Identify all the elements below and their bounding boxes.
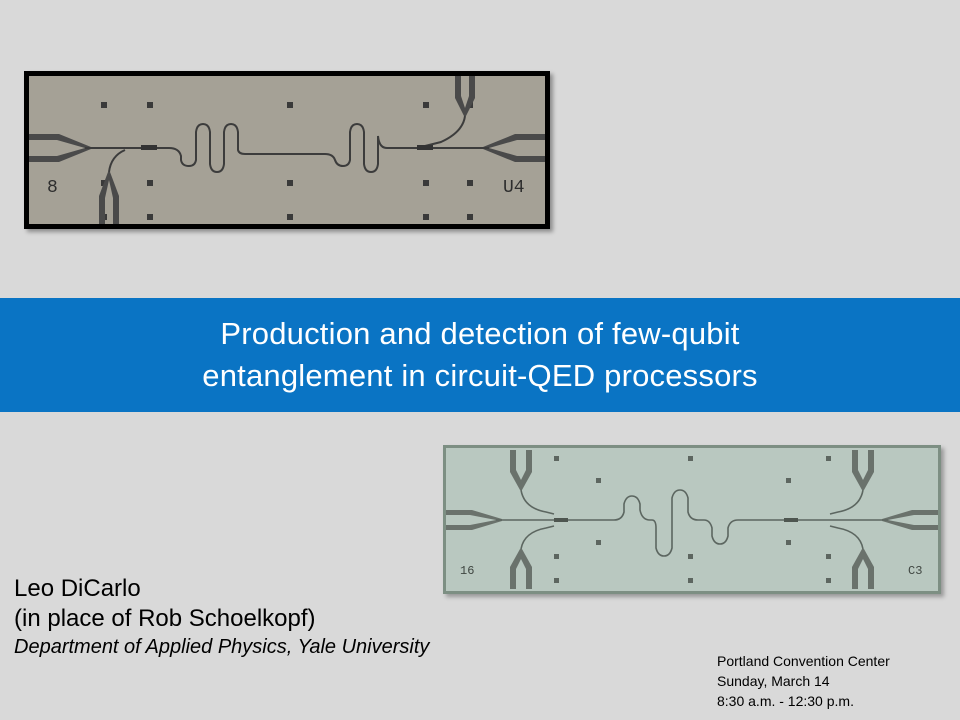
chip-top-left-label: 8 — [47, 178, 58, 198]
venue-date: Sunday, March 14 — [717, 673, 830, 689]
chip-top-resonator-line — [85, 122, 489, 174]
venue-location: Portland Convention Center — [717, 653, 890, 669]
slide-title-line-1: Production and detection of few-qubit — [220, 316, 740, 351]
title-band: Production and detection of few-qubit en… — [0, 298, 960, 412]
chip-photo-top: 8 U4 — [24, 71, 550, 229]
venue-time: 8:30 a.m. - 12:30 p.m. — [717, 693, 854, 709]
chip-bottom-pads — [554, 456, 831, 583]
slide-title: Production and detection of few-qubit en… — [202, 313, 758, 397]
chip-top-launchers — [29, 76, 545, 224]
chip-photo-top-image: 8 U4 — [29, 76, 545, 224]
slide-title-line-2: entanglement in circuit-QED processors — [202, 358, 758, 393]
chip-photo-bottom-image: 16 C3 — [446, 448, 938, 591]
author-note: (in place of Rob Schoelkopf) — [14, 605, 316, 632]
author-department: Department of Applied Physics, Yale Univ… — [14, 636, 430, 658]
author-block: Leo DiCarlo (in place of Rob Schoelkopf)… — [14, 574, 429, 660]
chip-bottom-right-label: C3 — [908, 564, 922, 578]
author-name: Leo DiCarlo — [14, 575, 141, 602]
chip-bottom-left-label: 16 — [460, 564, 474, 578]
venue-block: Portland Convention Center Sunday, March… — [717, 651, 890, 711]
chip-top-right-label: U4 — [503, 178, 525, 198]
chip-photo-bottom: 16 C3 — [443, 445, 941, 594]
chip-bottom-resonator-line — [496, 489, 888, 557]
chip-bottom-launchers — [446, 450, 938, 589]
